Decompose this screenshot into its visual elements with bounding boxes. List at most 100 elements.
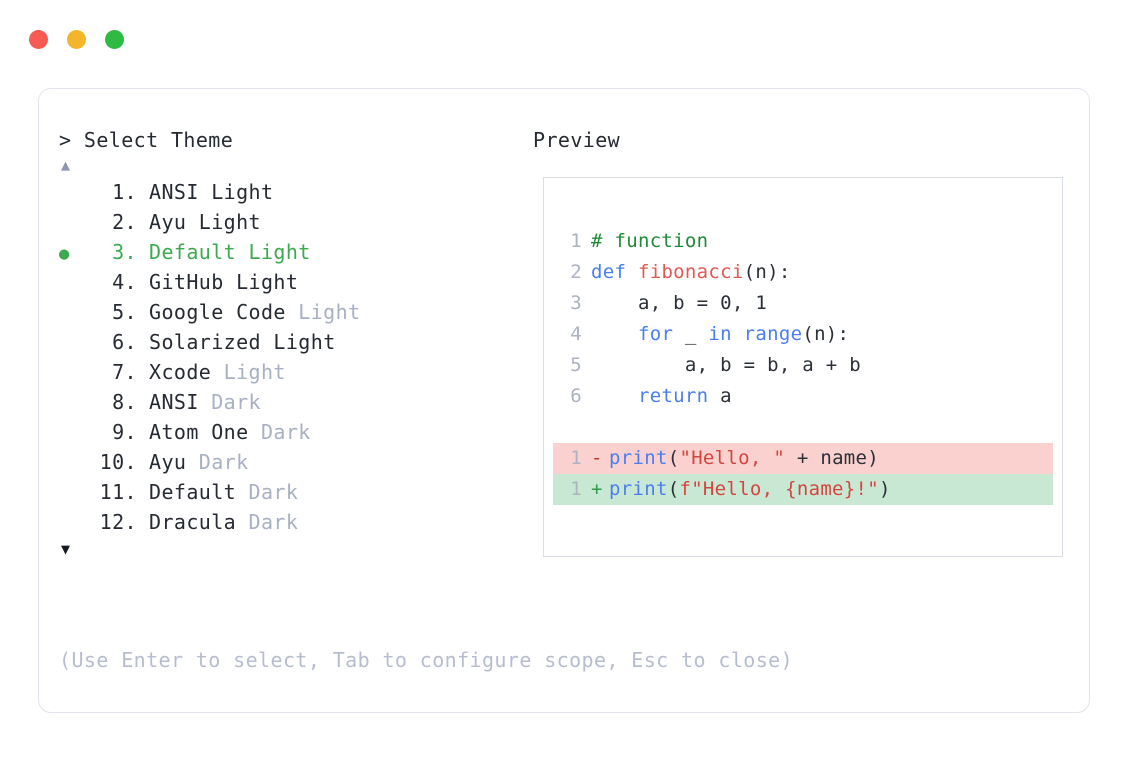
preview-label: Preview xyxy=(533,128,621,152)
code-token: a, b = b, a + b xyxy=(591,354,861,376)
code-line: 3 a, b = 0, 1 xyxy=(562,288,1058,319)
diff-sample: 1-print("Hello, " + name)1+print(f"Hello… xyxy=(553,443,1053,505)
theme-list-item[interactable]: ●3.Default Light xyxy=(59,237,529,267)
code-text: # function xyxy=(591,226,708,257)
code-text: for _ in range(n): xyxy=(591,319,849,350)
code-token xyxy=(591,323,638,345)
theme-list-item[interactable]: 12. Dracula Dark xyxy=(59,507,529,537)
theme-list-item[interactable]: 2. Ayu Light xyxy=(59,207,529,237)
code-text: def fibonacci(n): xyxy=(591,257,791,288)
code-token: fibonacci xyxy=(637,261,744,283)
theme-list-item[interactable]: 4. GitHub Light xyxy=(59,267,529,297)
theme-item-index: 6. xyxy=(112,330,137,354)
line-number: 3 xyxy=(570,292,582,314)
theme-item-name: Default xyxy=(149,480,237,504)
theme-item-index: 4. xyxy=(112,270,137,294)
close-button[interactable] xyxy=(29,30,48,49)
theme-item-index: 7. xyxy=(112,360,137,384)
code-token: ( xyxy=(667,447,680,469)
theme-list-item[interactable]: 6. Solarized Light xyxy=(59,327,529,357)
theme-item-variant: Dark xyxy=(236,480,299,504)
code-token: for xyxy=(637,323,674,345)
window-controls xyxy=(29,30,124,49)
selected-bullet-icon: ● xyxy=(59,244,70,264)
code-text: a, b = b, a + b xyxy=(591,350,861,381)
theme-item-variant: Light xyxy=(211,360,286,384)
theme-item-index: 8. xyxy=(112,390,137,414)
theme-list-item[interactable]: 5. Google Code Light xyxy=(59,297,529,327)
theme-item-name: ANSI xyxy=(149,180,199,204)
line-number: 1 xyxy=(570,230,582,252)
code-token: # function xyxy=(591,230,709,252)
code-line: 5 a, b = b, a + b xyxy=(562,350,1058,381)
theme-item-name: Dracula xyxy=(149,510,237,534)
keyboard-hint: (Use Enter to select, Tab to configure s… xyxy=(59,648,794,672)
code-token: return xyxy=(637,385,709,407)
theme-item-variant: Light xyxy=(186,210,261,234)
theme-item-index: 10. xyxy=(99,450,137,474)
theme-item-variant: Dark xyxy=(198,390,261,414)
theme-item-index: 2. xyxy=(112,210,137,234)
theme-item-variant: Light xyxy=(223,270,299,294)
line-number: 4 xyxy=(570,323,582,345)
theme-item-variant: Dark xyxy=(248,420,311,444)
theme-item-name: Ayu xyxy=(149,450,187,474)
code-token: (n): xyxy=(802,323,850,345)
code-line: 1 # function xyxy=(562,226,1058,257)
theme-item-name: Atom One xyxy=(149,420,249,444)
code-text: a, b = 0, 1 xyxy=(591,288,767,319)
minimize-button[interactable] xyxy=(67,30,86,49)
theme-list-item[interactable]: 8. ANSI Dark xyxy=(59,387,529,417)
theme-item-index: 5. xyxy=(112,300,137,324)
theme-item-index: 12. xyxy=(99,510,137,534)
code-text: print("Hello, " + name) xyxy=(609,443,879,474)
theme-item-variant: Dark xyxy=(186,450,249,474)
code-text: return a xyxy=(591,381,732,412)
scroll-down-icon[interactable]: ▼ xyxy=(61,540,71,558)
line-number: 1 xyxy=(570,478,582,500)
code-token: + name) xyxy=(785,447,880,469)
code-token: ( xyxy=(667,478,680,500)
line-number: 5 xyxy=(570,354,582,376)
theme-item-name: ANSI xyxy=(149,390,199,414)
theme-item-name: GitHub xyxy=(149,270,224,294)
theme-list-item[interactable]: 1.ANSI Light xyxy=(59,177,529,207)
theme-item-index: 1. xyxy=(112,180,137,204)
theme-list-item[interactable]: 7. Xcode Light xyxy=(59,357,529,387)
theme-item-name: Xcode xyxy=(149,360,212,384)
theme-item-name: Ayu xyxy=(149,210,187,234)
code-token: a, b = 0, 1 xyxy=(591,292,768,314)
theme-list-item[interactable]: 11. Default Dark xyxy=(59,477,529,507)
theme-list-item[interactable]: 10. Ayu Dark xyxy=(59,447,529,477)
code-token: "Hello, " xyxy=(679,447,786,469)
scroll-up-icon[interactable]: ▲ xyxy=(61,156,71,174)
theme-list-item[interactable]: 9.Atom One Dark xyxy=(59,417,529,447)
theme-item-name: Solarized xyxy=(149,330,261,354)
maximize-button[interactable] xyxy=(105,30,124,49)
diff-line-minus: 1-print("Hello, " + name) xyxy=(553,443,1053,474)
theme-item-name: Google Code xyxy=(149,300,286,324)
code-token: print xyxy=(609,478,668,500)
code-token: a xyxy=(708,385,732,407)
code-token: range xyxy=(743,323,803,345)
diff-sign: + xyxy=(591,478,603,500)
line-number: 6 xyxy=(570,385,582,407)
code-token: (n): xyxy=(743,261,791,283)
diff-sign: - xyxy=(591,447,603,469)
theme-item-variant: Light xyxy=(260,330,336,354)
theme-item-variant: Light xyxy=(285,300,361,324)
code-token: print xyxy=(609,447,668,469)
code-token: _ xyxy=(673,323,709,345)
diff-line-plus: 1+print(f"Hello, {name}!") xyxy=(553,474,1053,505)
theme-item-variant: Dark xyxy=(236,510,299,534)
code-line: 6 return a xyxy=(562,381,1058,412)
theme-item-index: 11. xyxy=(99,480,137,504)
code-token xyxy=(591,385,638,407)
